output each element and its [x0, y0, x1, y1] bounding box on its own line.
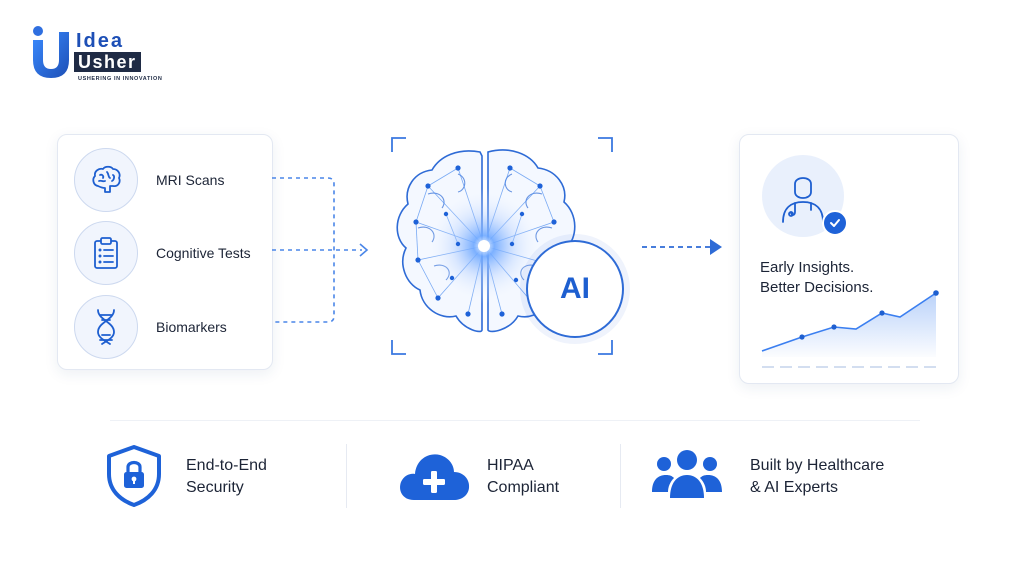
ai-badge: AI [526, 240, 624, 338]
insight-line-1: Early Insights. [760, 259, 855, 276]
logo-tagline: USHERING IN INNOVATION [78, 76, 163, 82]
input-item-cognitive[interactable]: Cognitive Tests [74, 221, 251, 285]
logo-text-usher: Usher [74, 52, 141, 72]
insight-line-2: Better Decisions. [760, 279, 874, 296]
feature-security-line1: End-to-End [186, 457, 267, 474]
feature-security: End-to-End Security [186, 455, 267, 499]
feature-hipaa: HIPAA Compliant [487, 455, 559, 499]
ai-brain-illustration [391, 137, 613, 355]
input-label-biomarkers: Biomarkers [156, 319, 227, 335]
feature-hipaa-line2: Compliant [487, 479, 560, 496]
check-icon [822, 210, 848, 236]
data-inputs-card: MRI Scans Cognitive Tests [57, 134, 273, 370]
features-divider [110, 420, 920, 421]
logo-text-idea: Idea [76, 30, 125, 52]
cloud-plus-icon [396, 448, 472, 502]
input-label-cognitive: Cognitive Tests [156, 245, 251, 261]
feature-security-line2: Security [186, 479, 244, 496]
feature-experts: Built by Healthcare & AI Experts [750, 455, 884, 499]
dna-icon [74, 295, 138, 359]
logo-mark-icon [33, 26, 69, 78]
brain-icon [74, 148, 138, 212]
input-item-biomarkers[interactable]: Biomarkers [74, 295, 227, 359]
output-connector [642, 239, 722, 255]
input-label-mri: MRI Scans [156, 172, 225, 188]
feature-separator-1 [346, 444, 347, 508]
brand-logo[interactable]: Idea Usher USHERING IN INNOVATION [28, 24, 188, 88]
feature-experts-line2: & AI Experts [750, 479, 839, 496]
clipboard-icon [74, 221, 138, 285]
shield-lock-icon [104, 444, 164, 508]
feature-experts-line1: Built by Healthcare [750, 457, 885, 474]
team-icon [650, 448, 724, 500]
feature-separator-2 [620, 444, 621, 508]
inputs-connector [272, 177, 369, 323]
trend-chart [761, 290, 939, 368]
insights-card: Early Insights. Better Decisions. [739, 134, 959, 384]
ai-badge-label: AI [560, 272, 590, 305]
feature-hipaa-line1: HIPAA [487, 457, 534, 474]
input-item-mri[interactable]: MRI Scans [74, 148, 224, 212]
